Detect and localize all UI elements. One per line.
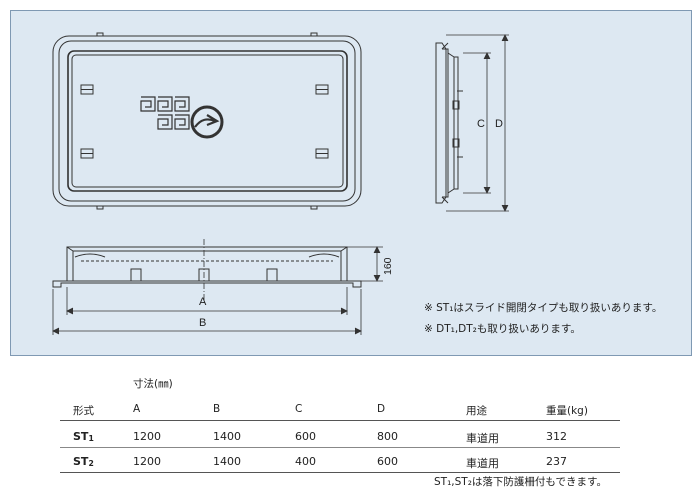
- cell-d: 800: [377, 430, 398, 443]
- label-160: 160: [382, 257, 394, 275]
- cell-use: 車道用: [466, 432, 499, 445]
- cell-model: ST1: [73, 430, 94, 443]
- header-b: B: [213, 403, 221, 415]
- lifting-slot-icon: [80, 84, 329, 159]
- header-use: 用途: [466, 405, 487, 417]
- table-divider: [60, 447, 620, 448]
- cell-b: 1400: [213, 455, 241, 468]
- label-b: B: [199, 317, 206, 329]
- cell-weight: 237: [546, 455, 567, 468]
- table-divider: [60, 472, 620, 473]
- cell-a: 1200: [133, 430, 161, 443]
- note-dt-types: ※ DT₁,DT₂も取り扱いあります。: [424, 323, 581, 335]
- meander-pattern-icon: [140, 96, 190, 130]
- dimension-cd: [446, 34, 509, 212]
- plan-view: [52, 32, 362, 210]
- cell-weight: 312: [546, 430, 567, 443]
- side-view: [435, 34, 509, 212]
- drawing-panel: A B C D 160 ※ ST₁はスライド開閉タイプも取り扱いあります。 ※ …: [10, 10, 692, 356]
- table-divider: [60, 420, 620, 421]
- header-d: D: [377, 403, 386, 415]
- dimension-ab: [52, 287, 362, 335]
- header-weight: 重量(kg): [546, 405, 588, 417]
- emblem-icon: [190, 105, 224, 139]
- cell-c: 600: [295, 430, 316, 443]
- dimension-160: [347, 246, 383, 282]
- front-view: [52, 239, 383, 335]
- manhole-cover-drawing: A B C D 160: [52, 32, 509, 335]
- label-d: D: [495, 118, 503, 130]
- header-c: C: [295, 403, 303, 415]
- cell-d: 600: [377, 455, 398, 468]
- cell-b: 1400: [213, 430, 241, 443]
- unit-label: 寸法(㎜): [133, 378, 173, 390]
- table-footnote: ST₁,ST₂は落下防護柵付もできます。: [434, 476, 607, 488]
- cell-model: ST2: [73, 455, 94, 468]
- cell-a: 1200: [133, 455, 161, 468]
- header-a: A: [133, 403, 141, 415]
- note-slide-type: ※ ST₁はスライド開閉タイプも取り扱いあります。: [424, 302, 663, 314]
- cell-use: 車道用: [466, 457, 499, 470]
- label-c: C: [477, 118, 485, 130]
- label-a: A: [199, 296, 207, 308]
- header-model: 形式: [73, 405, 94, 417]
- cell-c: 400: [295, 455, 316, 468]
